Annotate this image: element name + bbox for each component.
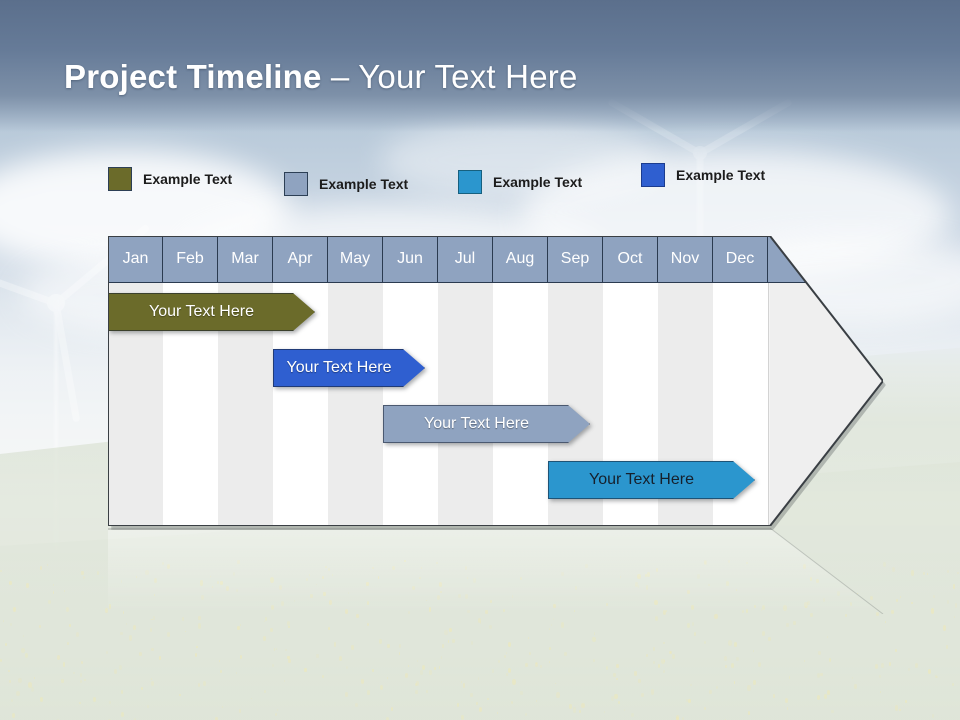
title-band (0, 0, 960, 132)
task-bar-label: Your Text Here (149, 303, 254, 320)
page-title-bold: Project Timeline (64, 58, 322, 95)
month-header-jul[interactable]: Jul (438, 236, 493, 282)
legend-item[interactable]: Example Text (108, 167, 232, 191)
month-header-feb[interactable]: Feb (163, 236, 218, 282)
task-bar-label: Your Text Here (424, 415, 529, 432)
month-header-oct[interactable]: Oct (603, 236, 658, 282)
legend-item[interactable]: Example Text (458, 170, 582, 194)
legend-swatch (108, 167, 132, 191)
task-bar[interactable]: Your Text Here (108, 293, 315, 331)
month-header-mar[interactable]: Mar (218, 236, 273, 282)
page-title-rest: – Your Text Here (321, 58, 578, 95)
task-bar-label: Your Text Here (589, 471, 694, 488)
chart-reflection (108, 528, 883, 614)
month-header-jan[interactable]: Jan (108, 236, 163, 282)
legend-swatch (284, 172, 308, 196)
month-header-underline (108, 282, 883, 283)
task-bar-label: Your Text Here (286, 359, 392, 376)
task-bar[interactable]: Your Text Here (383, 405, 590, 443)
legend-item[interactable]: Example Text (284, 172, 408, 196)
legend-swatch (641, 163, 665, 187)
month-header-dec[interactable]: Dec (713, 236, 768, 282)
legend-label: Example Text (493, 174, 583, 190)
month-header-sep[interactable]: Sep (548, 236, 603, 282)
month-header-nov[interactable]: Nov (658, 236, 713, 282)
legend-item[interactable]: Example Text (641, 163, 765, 187)
task-bar[interactable]: Your Text Here (548, 461, 755, 499)
task-bar[interactable]: Your Text Here (273, 349, 425, 387)
legend-label: Example Text (319, 176, 409, 192)
month-header-apr[interactable]: Apr (273, 236, 328, 282)
month-header-jun[interactable]: Jun (383, 236, 438, 282)
month-header-aug[interactable]: Aug (493, 236, 548, 282)
legend-swatch (458, 170, 482, 194)
month-header-may[interactable]: May (328, 236, 383, 282)
legend-label: Example Text (676, 167, 766, 183)
legend-label: Example Text (143, 171, 233, 187)
page-title: Project Timeline – Your Text Here (64, 58, 578, 96)
